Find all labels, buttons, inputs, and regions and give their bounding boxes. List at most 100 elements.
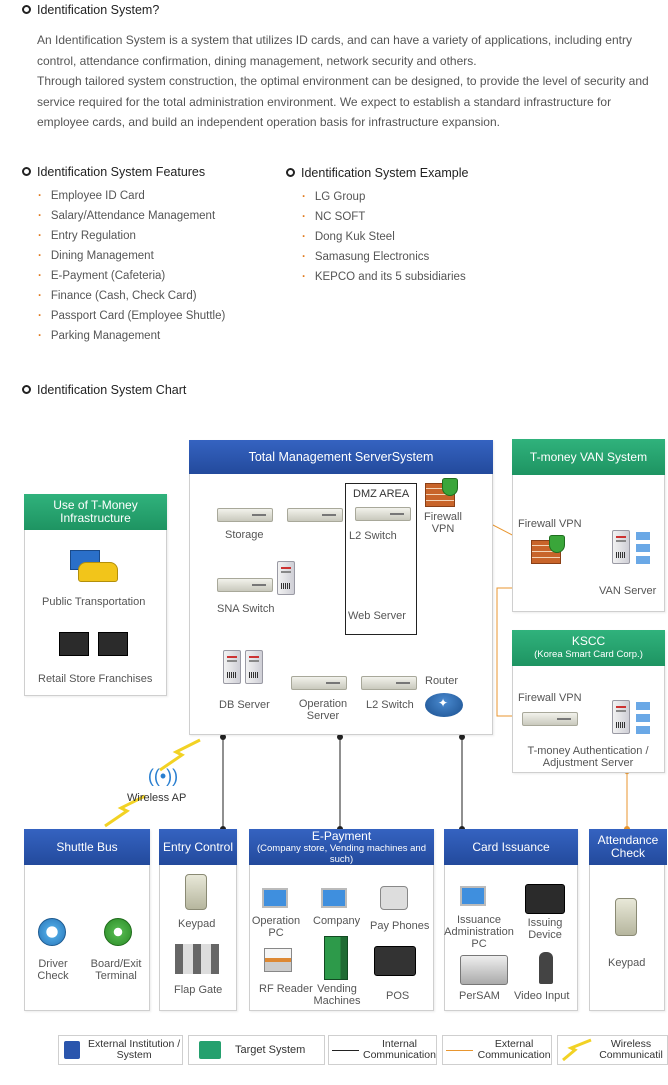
l2-switch-icon [355, 507, 411, 521]
keypad-icon [615, 898, 637, 936]
persam-icon [460, 955, 508, 985]
entry-control-box: Entry Control [159, 829, 237, 1011]
entry-keypad-label: Keypad [178, 918, 216, 930]
auth-server-label: T-money Authentication / Adjustment Serv… [527, 745, 649, 769]
rf-reader-label: RF Reader [259, 983, 313, 995]
list-item: Salary/Attendance Management [38, 206, 225, 226]
intro-paragraph-1: An Identification System is a system tha… [37, 33, 632, 68]
public-transport-label: Public Transportation [42, 596, 146, 608]
circle-bullet-icon [22, 385, 31, 395]
shuttle-bus-title: Shuttle Bus [24, 829, 150, 865]
vending-machines-label: Vending Machines [313, 983, 361, 1007]
list-item: Employee ID Card [38, 186, 225, 206]
kscc-server-icon [522, 712, 578, 726]
shuttle-bus-box: Shuttle Bus [24, 829, 150, 1011]
bus-icon [70, 550, 118, 584]
intro-paragraph-2: Through tailored system construction, th… [37, 74, 649, 129]
video-input-label: Video Input [514, 990, 570, 1002]
board-exit-label: Board/Exit Terminal [90, 958, 142, 982]
db-server-label: DB Server [219, 699, 270, 711]
storage-server-icon [217, 508, 273, 522]
server-tower-icon [277, 561, 295, 595]
list-item: Dining Management [38, 246, 225, 266]
sna-switch-icon [217, 578, 273, 592]
vending-machine-icon [324, 936, 348, 980]
persam-label: PerSAM [459, 990, 500, 1002]
list-item: LG Group [302, 187, 466, 207]
legend-external-institution: External Institution / System [58, 1035, 183, 1065]
tmoney-infra-box: Use of T-Money Infrastructure [24, 494, 167, 696]
examples-heading: Identification System Example [286, 166, 468, 180]
kscc-header: KSCC (Korea Smart Card Corp.) [512, 630, 665, 666]
network-stack-icon [636, 700, 650, 734]
operation-pc-label: Operation PC [251, 915, 301, 939]
card-issuance-title: Card Issuance [444, 829, 578, 865]
legend-internal-comm: Internal Communication [328, 1035, 437, 1065]
firewall-vpn-label: Firewall VPN [424, 511, 462, 535]
van-firewall-vpn-label: Firewall VPN [518, 518, 582, 530]
total-management-title: Total Management ServerSystem [189, 440, 493, 474]
company-label: Company [313, 915, 361, 927]
legend-target-system: Target System [188, 1035, 325, 1065]
sna-switch-label: SNA Switch [217, 603, 275, 615]
epayment-title: E-Payment [311, 828, 372, 843]
attendance-keypad-label: Keypad [608, 957, 646, 969]
tmoney-van-title: T-money VAN System [512, 439, 665, 475]
legend-orange-line [446, 1049, 474, 1051]
legend-green-swatch [199, 1041, 221, 1059]
db-server-tower-icon [223, 650, 241, 684]
shield-icon [442, 478, 458, 496]
list-item: Finance (Cash, Check Card) [38, 286, 225, 306]
web-server-label: Web Server [348, 610, 406, 622]
rf-reader-icon [264, 948, 292, 972]
wireless-ap-label: Wireless AP [127, 792, 187, 804]
attendance-title: Attendance Check [589, 829, 667, 865]
van-server-tower-icon [612, 530, 630, 564]
storage-label: Storage [225, 529, 264, 541]
kscc-subtitle: (Korea Smart Card Corp.) [534, 649, 643, 660]
store-icon [59, 632, 89, 656]
computer-icon [460, 886, 486, 906]
issuing-device-label: Issuing Device [527, 917, 563, 941]
features-heading: Identification System Features [22, 165, 205, 179]
list-item: Dong Kuk Steel [302, 227, 466, 247]
chart-heading: Identification System Chart [22, 383, 186, 397]
router-label: Router [425, 675, 459, 687]
pos-label: POS [386, 990, 410, 1002]
epayment-subtitle: (Company store, Vending machines and suc… [257, 842, 426, 865]
dmz-area-label: DMZ AREA [353, 488, 410, 500]
entry-control-title: Entry Control [159, 829, 237, 865]
l2-switch-bottom-label: L2 Switch [366, 699, 414, 711]
dmz-area-box [345, 483, 417, 635]
list-item: E-Payment (Cafeteria) [38, 266, 225, 286]
restaurant-icon [98, 632, 128, 656]
kscc-title: KSCC [571, 634, 606, 648]
computer-icon [321, 888, 347, 908]
legend-wireless-zigzag-icon [562, 1038, 592, 1062]
issuance-pc-label: Issuance Administration PC [444, 914, 514, 950]
db-server-tower-icon [245, 650, 263, 684]
l2-switch-icon [361, 676, 417, 690]
info-terminal-icon [104, 918, 132, 946]
card-printer-icon [525, 884, 565, 914]
auth-server-tower-icon [612, 700, 630, 734]
list-item: Entry Regulation [38, 226, 225, 246]
storage-server-icon [287, 508, 343, 522]
flap-gate-icon [175, 944, 219, 974]
legend-wireless-comm: Wireless Communicatil [557, 1035, 668, 1065]
driver-check-icon [38, 918, 66, 946]
connection-node [220, 734, 226, 740]
intro-text: An Identification System is a system tha… [37, 30, 657, 133]
legend-external-comm: External Communication [442, 1035, 552, 1065]
retail-label: Retail Store Franchises [38, 673, 153, 685]
features-list: Employee ID Card Salary/Attendance Manag… [38, 186, 226, 346]
epayment-box: E-Payment (Company store, Vending machin… [249, 829, 434, 1011]
computer-icon [262, 888, 288, 908]
circle-bullet-icon [22, 5, 31, 15]
legend-blue-swatch [64, 1041, 81, 1059]
list-item: Samasung Electronics [302, 247, 466, 267]
operation-server-label: Operation Server [298, 698, 348, 722]
connection-node [337, 734, 343, 740]
flap-gate-label: Flap Gate [174, 984, 223, 996]
keypad-icon [185, 874, 207, 910]
